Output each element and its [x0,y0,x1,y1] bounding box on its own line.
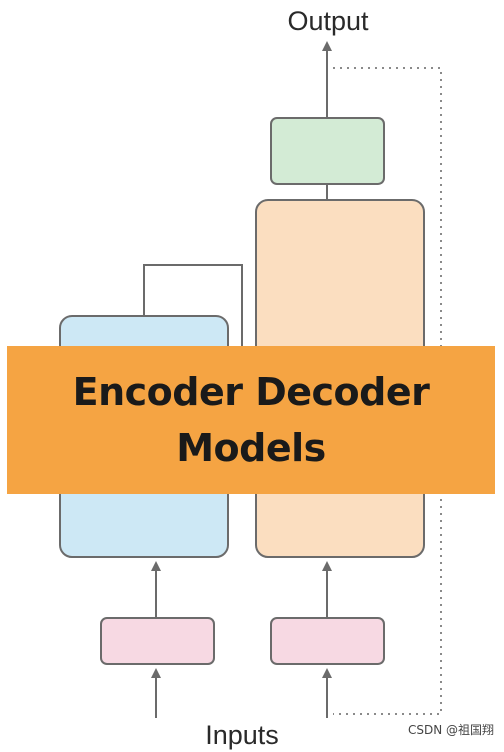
banner-title-line2: Models [176,426,326,470]
watermark: CSDN @祖国翔 [407,723,494,737]
title-banner [7,346,495,494]
output-label: Output [287,6,369,36]
title-banner-text: Encoder Decoder Models [7,346,495,494]
output-block [270,117,385,185]
encoder-input-block [100,617,215,665]
banner-title-line1: Encoder Decoder [72,370,430,414]
inputs-label: Inputs [205,720,279,750]
decoder-input-block [270,617,385,665]
encoder-decoder-connection [143,264,243,350]
